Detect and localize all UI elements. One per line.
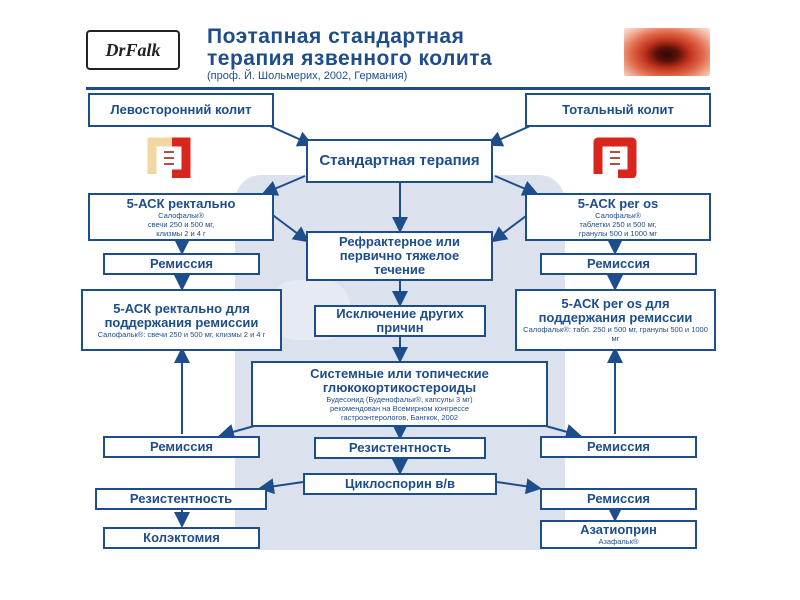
- box-subtext: Будесонид (Буденофальк®, капсулы 3 мг): [326, 394, 473, 404]
- arrow: [486, 125, 531, 147]
- corticosteroids-box: Системные или топические глюкокортикосте…: [251, 361, 548, 427]
- arrow: [490, 212, 531, 243]
- box-label: Ремиссия: [586, 491, 651, 506]
- colectomy-box: Колэктомия: [103, 527, 260, 549]
- box-label: Рефрактерное или первично тяжелое течени…: [338, 234, 461, 277]
- asa-rectal-box: 5-АСК ректально Салофальк® свечи 250 и 5…: [88, 193, 274, 241]
- box-subtext: гастроэнтерологов, Бангкок, 2002: [340, 412, 459, 422]
- box-title: 5-АСК ректально: [126, 195, 236, 211]
- remission-left-1: Ремиссия: [103, 253, 260, 275]
- box-label: Ремиссия: [586, 439, 651, 454]
- standard-therapy-box: Стандартная терапия: [306, 139, 493, 183]
- title-line-1: Поэтапная стандартная: [207, 25, 465, 48]
- asa-per-os-maintenance-box: 5-АСК per os для поддержания ремиссии Са…: [515, 289, 716, 351]
- remission-left-2: Ремиссия: [103, 436, 260, 458]
- remission-right-2: Ремиссия: [540, 436, 697, 458]
- arrow: [258, 478, 304, 495]
- box-subtext: Салофальк®: свечи 250 и 500 мг, клизмы 2…: [97, 329, 266, 339]
- left-sided-colitis-box: Левосторонний колит: [88, 93, 274, 127]
- header-divider: [86, 87, 710, 90]
- box-subtext: рекомендован на Всемирном конгрессе: [329, 403, 469, 413]
- box-title: Азатиоприн: [580, 522, 657, 537]
- box-subtext: таблетки 250 и 500 мг,: [579, 219, 657, 229]
- cyclosporine-box: Циклоспорин в/в: [303, 473, 497, 495]
- box-subtext: гранулы 500 и 1000 мг: [578, 228, 658, 238]
- azathioprine-box: Азатиоприн Азафальк®: [540, 520, 697, 549]
- box-label: Колэктомия: [143, 530, 220, 545]
- box-label: Циклоспорин в/в: [344, 476, 456, 491]
- box-subtext: Азафальк®: [598, 537, 639, 546]
- box-label: Стандартная терапия: [319, 152, 480, 169]
- box-label: Резистентность: [348, 440, 452, 455]
- box-title: 5-АСК per os для поддержания ремиссии: [538, 296, 693, 325]
- total-colon-icon: [593, 137, 637, 178]
- arrow: [269, 212, 310, 243]
- box-title: 5-АСК per os: [577, 195, 659, 211]
- title-line-2: терапия язвенного колита: [207, 47, 493, 70]
- arrow: [269, 125, 314, 147]
- box-label: Тотальный колит: [562, 102, 674, 117]
- box-title: 5-АСК ректально для поддержания ремиссии: [104, 300, 259, 330]
- box-title: Системные или топические глюкокортикосте…: [310, 365, 489, 395]
- logo: DrFalk: [86, 30, 180, 70]
- box-subtext: клизмы 2 и 4 г: [156, 228, 206, 238]
- subtitle: (проф. Й. Шольмерих, 2002, Германия): [207, 70, 408, 82]
- exclusion-box: Исключение других причин: [314, 305, 486, 337]
- remission-right-1: Ремиссия: [540, 253, 697, 275]
- arrow: [261, 175, 306, 196]
- asa-rectal-maintenance-box: 5-АСК ректально для поддержания ремиссии…: [81, 289, 282, 351]
- arrow: [494, 175, 539, 196]
- box-subtext: Салофальк®: [595, 210, 641, 220]
- box-label: Резистентность: [129, 491, 233, 506]
- total-colitis-box: Тотальный колит: [525, 93, 711, 127]
- asa-per-os-box: 5-АСК per os Салофальк® таблетки 250 и 5…: [525, 193, 711, 241]
- box-label: Ремиссия: [149, 256, 214, 271]
- box-label: Ремиссия: [149, 439, 214, 454]
- box-label: Исключение других причин: [336, 306, 464, 335]
- box-subtext: Салофальк®: [158, 210, 204, 220]
- left-colon-icon: [147, 137, 191, 178]
- box-subtext: свечи 250 и 500 мг,: [147, 219, 215, 229]
- endoscopy-photo: [624, 28, 710, 76]
- arrow: [496, 478, 542, 495]
- remission-right-3: Ремиссия: [540, 488, 697, 510]
- refractory-box: Рефрактерное или первично тяжелое течени…: [306, 231, 493, 281]
- resistance-center-box: Резистентность: [314, 437, 486, 459]
- box-label: Левосторонний колит: [110, 102, 252, 117]
- box-subtext: Салофальк®: табл. 250 и 500 мг, гранулы …: [523, 325, 708, 343]
- page-title: Поэтапная стандартная терапия язвенного …: [207, 26, 492, 70]
- box-label: Ремиссия: [586, 256, 651, 271]
- resistance-left-box: Резистентность: [95, 488, 267, 510]
